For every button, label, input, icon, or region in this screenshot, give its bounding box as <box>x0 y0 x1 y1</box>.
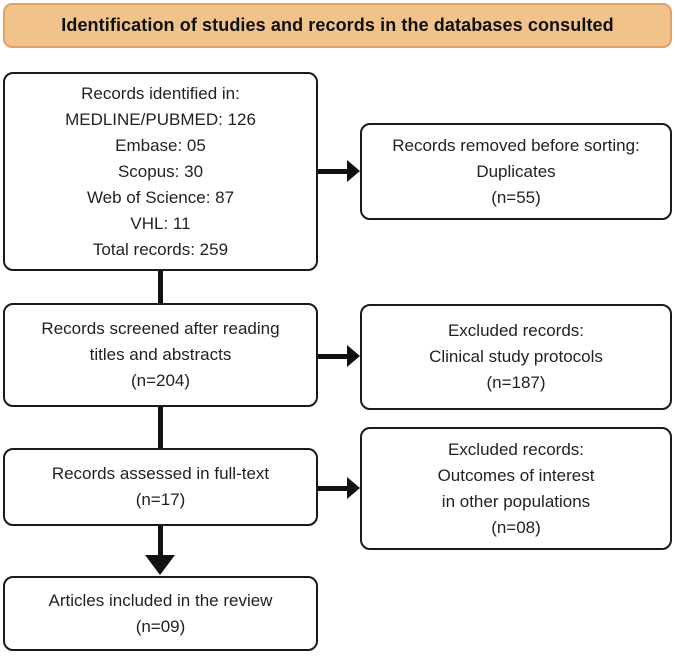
box-text-line: in other populations <box>441 491 591 511</box>
box-records-screened: Records screened after reading titles an… <box>3 303 318 407</box>
box-text-line: titles and abstracts <box>89 345 232 364</box>
box-excluded-protocols: Excluded records: Clinical study protoco… <box>360 304 672 410</box>
arrow-screened-to-excluded-head <box>347 345 360 367</box>
box-text-line: Records removed before sorting: <box>392 135 640 155</box>
connector-identified-to-screened <box>158 271 163 303</box>
box-text-line: Duplicates <box>476 161 556 181</box>
box-text-line: (n=17) <box>135 490 186 509</box>
box-text-line: Records assessed in full-text <box>51 464 270 483</box>
box-text-line: Outcomes of interest <box>437 465 595 485</box>
box-text-line: Clinical study protocols <box>429 347 603 366</box>
diagram-title-banner: Identification of studies and records in… <box>3 3 672 48</box>
box-text-line: (n=09) <box>135 616 186 636</box>
diagram-title: Identification of studies and records in… <box>61 15 614 35</box>
box-text-line: Records identified in: <box>81 83 240 103</box>
box-text-line: (n=08) <box>491 517 541 537</box>
box-text-line: MEDLINE/PUBMED: 126 <box>65 109 256 129</box>
box-records-fulltext: Records assessed in full-text (n=17) <box>3 448 318 526</box>
box-text-line: Total records: 259 <box>92 239 229 259</box>
arrow-fulltext-to-included-head <box>145 555 175 575</box>
arrow-fulltext-to-included-shaft <box>158 526 163 556</box>
box-text-line: (n=187) <box>486 373 546 392</box>
box-records-removed: Records removed before sorting: Duplicat… <box>360 123 672 220</box>
box-text-line: Articles included in the review <box>48 590 273 610</box>
box-excluded-outcomes: Excluded records: Outcomes of interest i… <box>360 427 672 550</box>
box-text-line: Scopus: 30 <box>117 161 204 181</box>
arrow-identified-to-removed-shaft <box>318 169 347 174</box>
box-text-line: Records screened after reading <box>41 319 280 338</box>
arrow-screened-to-excluded-shaft <box>318 354 347 359</box>
box-text-line: Web of Science: 87 <box>86 187 235 207</box>
box-text-line: Excluded records: <box>447 439 585 459</box>
arrow-fulltext-to-excluded-head <box>347 477 360 499</box>
box-text-line: (n=55) <box>491 187 541 207</box>
box-text-line: Embase: 05 <box>115 135 206 155</box>
connector-screened-to-fulltext <box>158 407 163 448</box>
box-text-line: Excluded records: <box>447 321 585 340</box>
box-text-line: (n=204) <box>130 371 191 390</box>
box-text-line: VHL: 11 <box>130 213 191 233</box>
arrow-identified-to-removed-head <box>347 160 360 182</box>
box-articles-included: Articles included in the review (n=09) <box>3 576 318 651</box>
box-records-identified: Records identified in: MEDLINE/PUBMED: 1… <box>3 72 318 271</box>
arrow-fulltext-to-excluded-shaft <box>318 486 347 491</box>
